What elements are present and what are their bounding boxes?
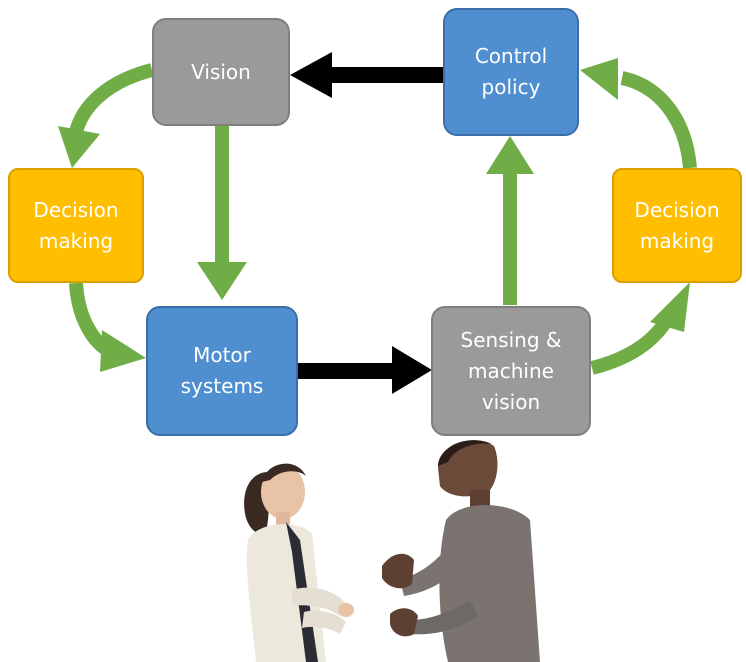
arrow-vision-to-motor [215,126,229,266]
man-figure [382,440,540,662]
node-decision-making-right: Decision making [612,168,742,283]
arrow-motor-to-sensing [298,363,396,379]
node-decision-left-label: Decision making [33,197,119,253]
node-decision-right-label: Decision making [634,197,720,253]
node-vision-label: Vision [191,59,251,84]
arrow-control-to-vision [326,67,446,83]
arrowhead-control-to-vision [290,52,332,98]
arrow-sensing-to-control [503,170,517,305]
arrowhead-sensing-to-control [486,136,534,174]
node-control-policy-label: Control policy [474,44,548,99]
node-decision-making-left: Decision making [8,168,144,283]
arrow-decision-right-to-control [620,71,697,169]
arrowhead-motor-to-sensing [392,346,432,394]
node-sensing-label: Sensing & machine vision [460,327,562,414]
node-motor-systems: Motor systems [146,306,298,436]
woman-figure [244,463,354,662]
arrowhead-sensing-to-decision-right [650,282,690,332]
arrow-vision-to-decision-left [69,63,154,135]
arrowhead-decision-right-to-control [580,58,618,100]
node-control-policy: Control policy [443,8,579,136]
arrowhead-decision-left-to-motor [100,330,146,372]
node-vision: Vision [152,18,290,126]
arrowhead-vision-to-motor [197,262,247,300]
node-motor-systems-label: Motor systems [180,343,264,398]
node-sensing-machine-vision: Sensing & machine vision [431,306,591,436]
arrowhead-vision-to-decision-left [58,126,100,168]
